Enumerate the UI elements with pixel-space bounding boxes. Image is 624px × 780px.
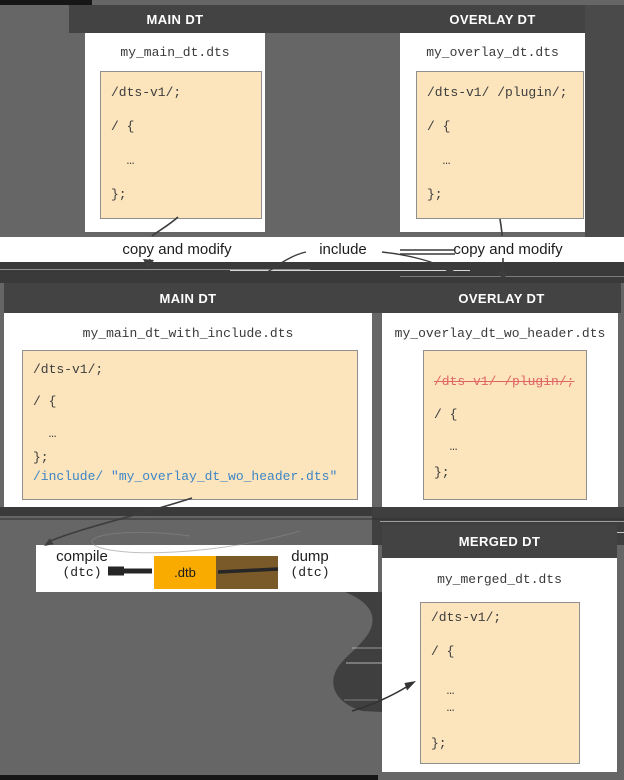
glitch-streak [0, 269, 310, 270]
code-line: … [431, 683, 455, 698]
overlay-dt-top-header: OVERLAY DT [400, 5, 585, 33]
overlay-dt-mid-header: OVERLAY DT [382, 283, 621, 313]
code-line: … [431, 700, 455, 715]
code-line: … [434, 439, 458, 454]
glitch-band-lower [0, 507, 624, 516]
main-dt-mid-code: /dts-v1/; / { … }; /include/ "my_overlay… [22, 350, 358, 500]
merged-dt-title: MERGED DT [458, 534, 541, 549]
code-line: }; [33, 450, 49, 465]
glitch-streak [0, 518, 624, 520]
code-line: / { [427, 119, 451, 134]
code-line: }; [111, 187, 127, 202]
label-band [0, 237, 624, 262]
code-line: /dts-v1/; [111, 85, 182, 100]
code-line: / { [111, 119, 135, 134]
dtb-box: .dtb [154, 556, 216, 589]
code-line: / { [434, 407, 458, 422]
dump-label: dump (dtc) [280, 548, 340, 581]
overlay-dt-top-code: /dts-v1/ /plugin/; / { … }; [416, 71, 584, 219]
struck-code-line: /dts-v1/ /plugin/; [434, 374, 575, 389]
compile-dtc: (dtc) [62, 565, 102, 580]
code-line: /dts-v1/; [33, 362, 104, 377]
merged-dt-header: MERGED DT [382, 525, 617, 558]
main-dt-mid-title: MAIN DT [159, 290, 217, 306]
overlay-dt-top-filename: my_overlay_dt.dts [426, 45, 559, 60]
main-dt-top-filename: my_main_dt.dts [120, 45, 230, 60]
copy-and-modify-left-label: copy and modify [122, 241, 232, 258]
code-line: /dts-v1/ /plugin/; [427, 85, 568, 100]
copy-and-modify-right-label: copy and modify [453, 241, 563, 258]
main-dt-top-title: MAIN DT [146, 11, 204, 27]
code-line: }; [434, 465, 450, 480]
include-code-line: /include/ "my_overlay_dt_wo_header.dts" [33, 469, 338, 484]
glitch-blob [333, 592, 382, 712]
overlay-dt-mid-title: OVERLAY DT [458, 290, 545, 306]
include-label: include [319, 241, 367, 258]
merged-dt-filename: my_merged_dt.dts [437, 572, 562, 587]
code-line: … [111, 153, 135, 168]
merged-dt-code: /dts-v1/; / { … … }; [420, 602, 580, 764]
main-dt-mid-header: MAIN DT [4, 283, 372, 313]
glitch-streak [380, 521, 624, 522]
glitch-brown-block [216, 556, 278, 589]
code-line: }; [431, 736, 447, 751]
right-dark-column [585, 5, 624, 237]
bottom-black-strip [0, 775, 378, 780]
main-dt-top-header: MAIN DT [85, 5, 265, 33]
top-black-strip [0, 0, 92, 5]
glitch-streak [400, 276, 624, 277]
code-line: /dts-v1/; [431, 610, 502, 625]
compile-label: compile (dtc) [46, 548, 118, 581]
glitch-streak [230, 270, 470, 271]
code-line: / { [431, 644, 455, 659]
code-line: }; [427, 187, 443, 202]
main-dt-mid-filename: my_main_dt_with_include.dts [82, 326, 294, 341]
code-line: / { [33, 394, 57, 409]
glitch-band-upper [0, 262, 624, 283]
overlay-dt-top-title: OVERLAY DT [449, 11, 536, 27]
main-dt-top-code: /dts-v1/; / { … }; [100, 71, 262, 219]
code-line: … [427, 153, 451, 168]
code-line: … [33, 426, 57, 441]
compile-word: compile [56, 548, 108, 565]
overlay-dt-mid-filename: my_overlay_dt_wo_header.dts [394, 326, 606, 341]
dump-word: dump [291, 548, 329, 565]
overlay-dt-mid-code: /dts-v1/ /plugin/; / { … }; [423, 350, 587, 500]
dump-dtc: (dtc) [290, 565, 330, 580]
